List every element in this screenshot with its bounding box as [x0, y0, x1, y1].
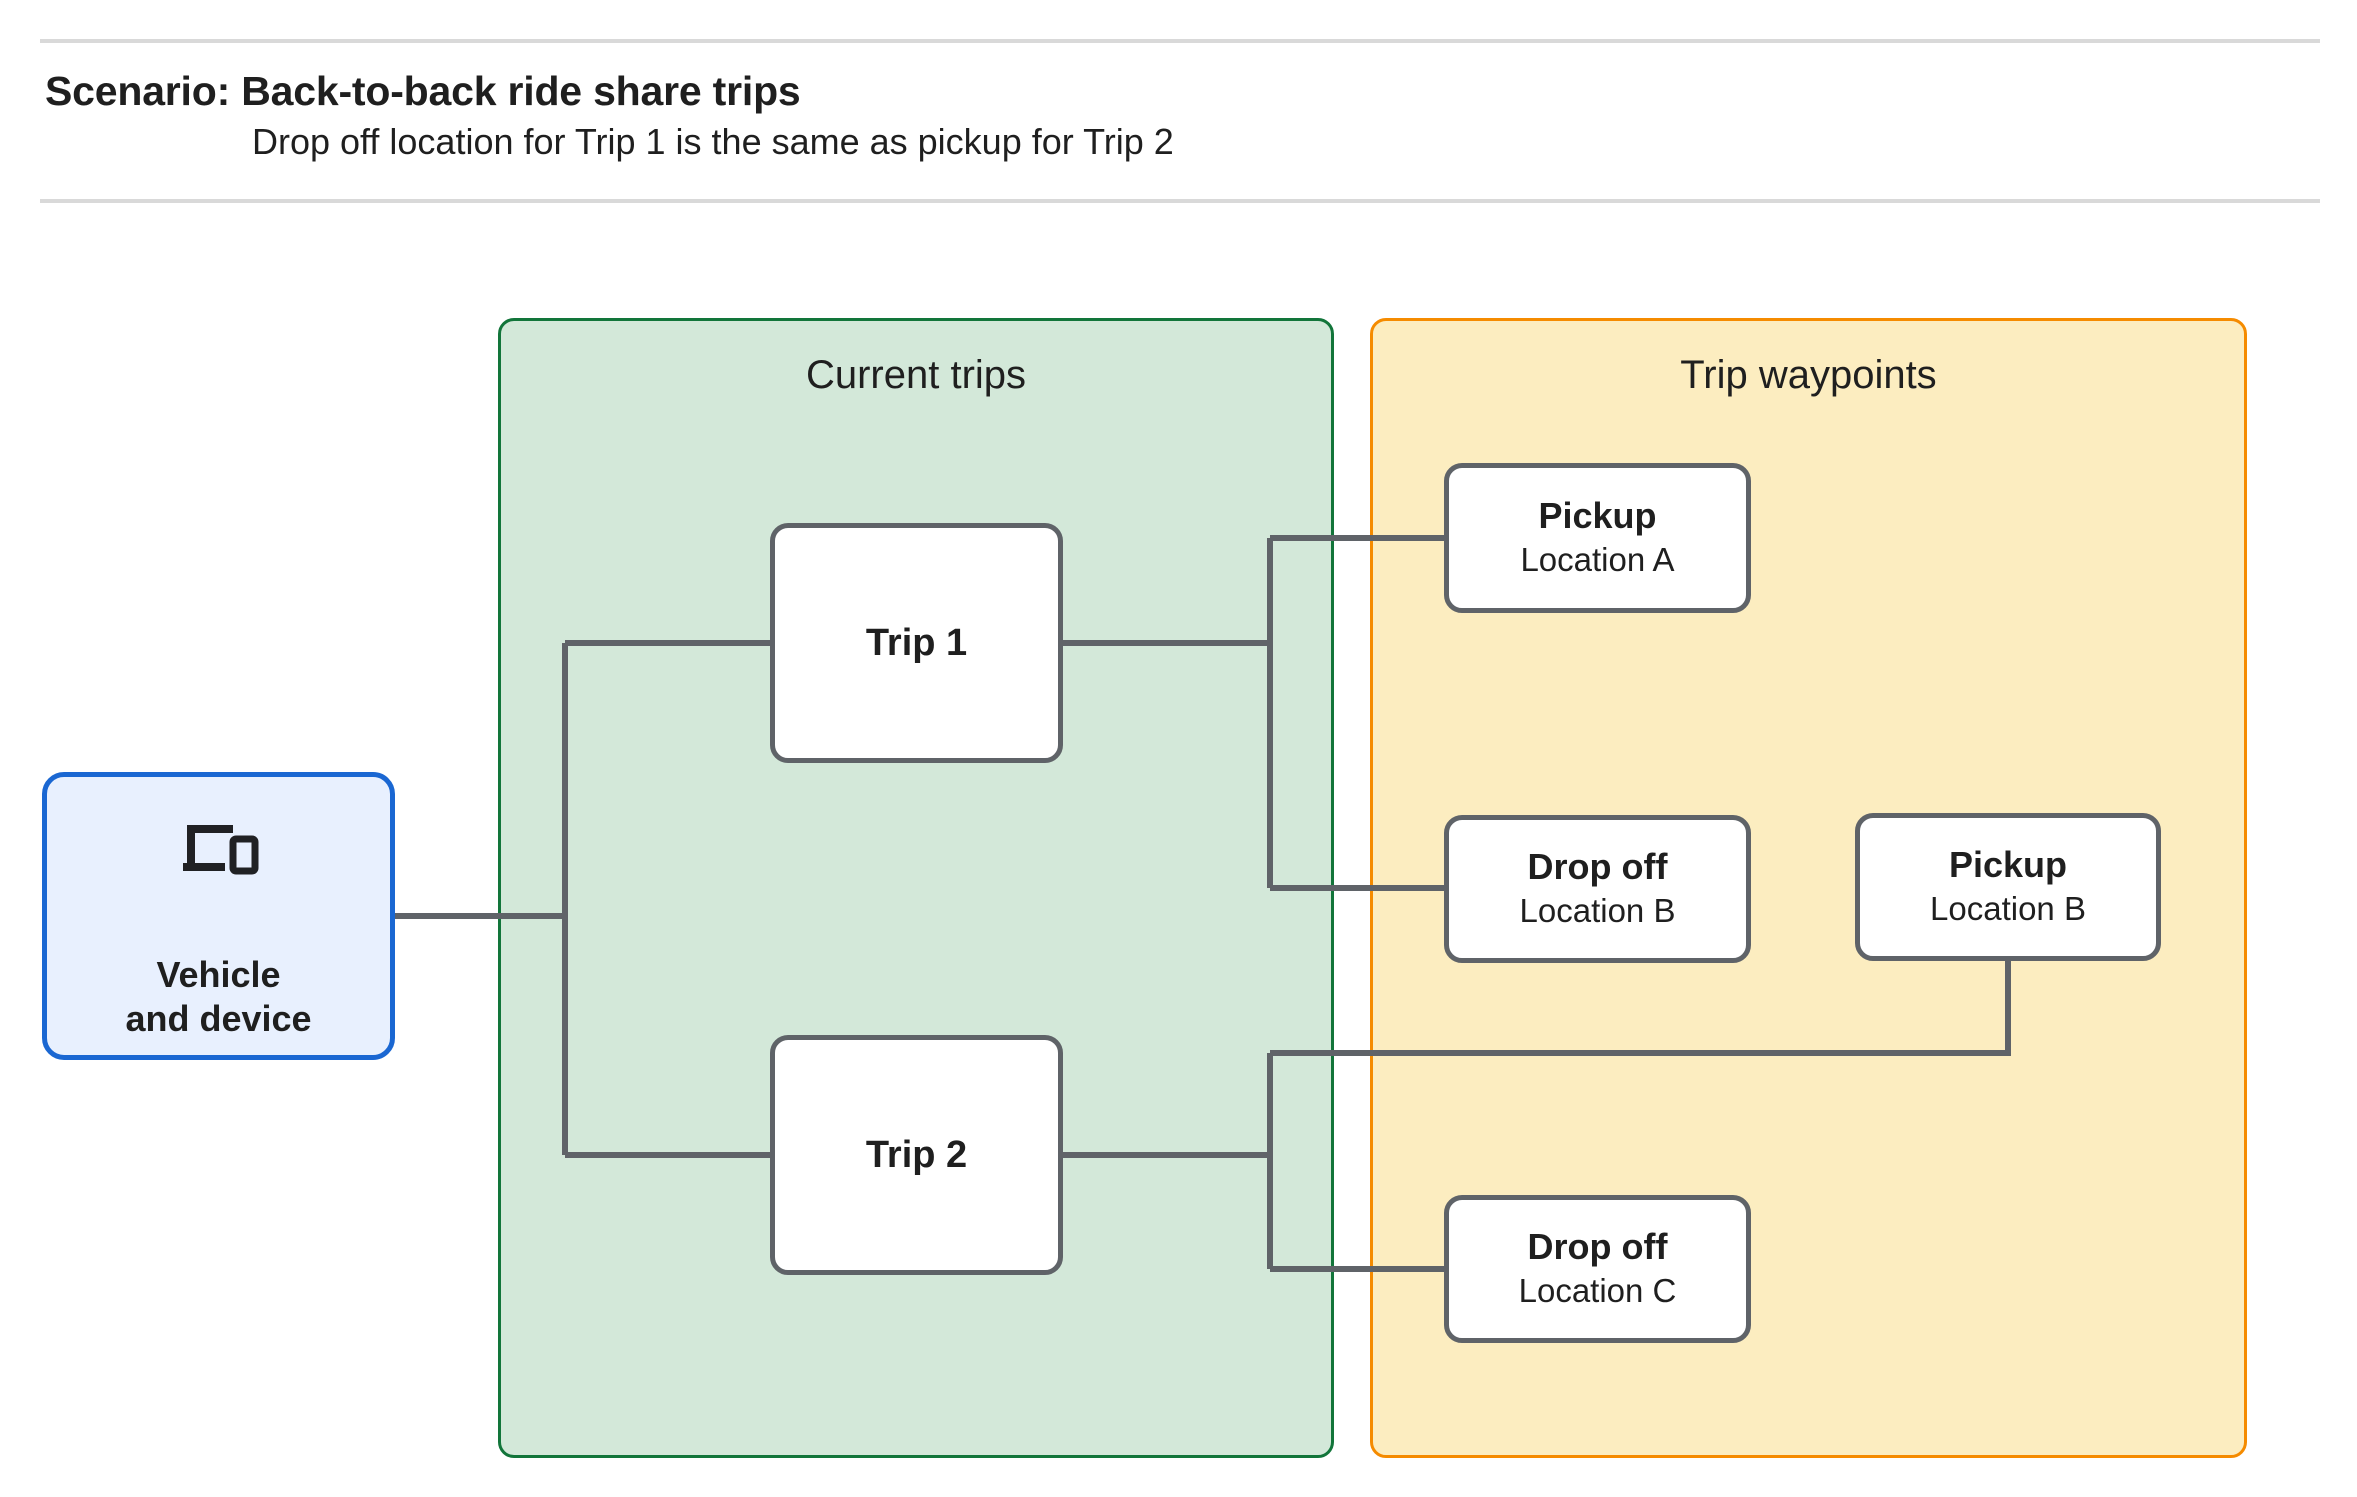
header-divider-bottom: [40, 199, 2320, 203]
node-waypoint-pickup-a-title: Pickup: [1538, 495, 1657, 537]
node-waypoint-dropoff-c[interactable]: Drop off Location C: [1444, 1195, 1751, 1343]
node-trip-2[interactable]: Trip 2: [770, 1035, 1063, 1275]
node-trip-1-label: Trip 1: [865, 621, 968, 664]
node-waypoint-pickup-b[interactable]: Pickup Location B: [1855, 813, 2161, 961]
header-divider-top: [40, 39, 2320, 43]
group-current-trips-title: Current trips: [805, 353, 1027, 397]
node-trip-1[interactable]: Trip 1: [770, 523, 1063, 763]
group-current-trips: Current trips: [498, 318, 1334, 1458]
node-waypoint-pickup-b-location: Location B: [1930, 890, 2086, 928]
page-title: Scenario: Back-to-back ride share trips: [45, 68, 801, 114]
node-waypoint-dropoff-c-location: Location C: [1518, 1272, 1677, 1310]
page-subtitle: Drop off location for Trip 1 is the same…: [252, 121, 1174, 162]
devices-icon: [182, 825, 258, 875]
group-trip-waypoints-title: Trip waypoints: [1680, 353, 1937, 397]
node-waypoint-dropoff-c-title: Drop off: [1527, 1226, 1668, 1268]
node-vehicle-and-device[interactable]: Vehicle and device: [42, 772, 395, 1060]
node-trip-2-label: Trip 2: [865, 1133, 968, 1176]
node-waypoint-dropoff-b-location: Location B: [1519, 892, 1676, 930]
node-vehicle-label: Vehicle and device: [125, 954, 312, 1039]
node-waypoint-pickup-a-location: Location A: [1520, 541, 1675, 579]
node-waypoint-pickup-b-title: Pickup: [1948, 844, 2068, 886]
node-waypoint-dropoff-b[interactable]: Drop off Location B: [1444, 815, 1751, 963]
node-waypoint-dropoff-b-title: Drop off: [1527, 846, 1668, 888]
node-waypoint-pickup-a[interactable]: Pickup Location A: [1444, 463, 1751, 613]
